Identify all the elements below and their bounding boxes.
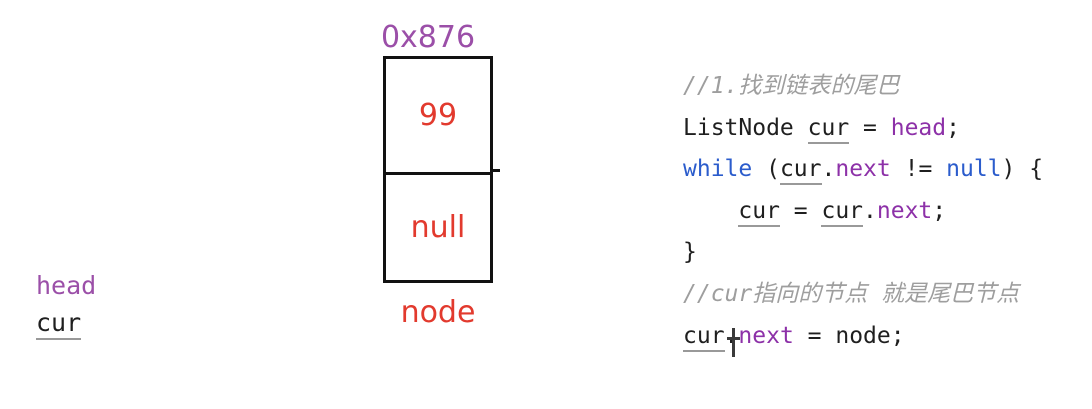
code-token: next <box>738 322 794 349</box>
code-token: ListNode <box>683 114 808 141</box>
node-next-cell: null <box>386 175 490 280</box>
text-cursor-crossbar <box>727 337 740 340</box>
code-token: cur <box>779 156 822 186</box>
code-line[interactable]: //1.找到链表的尾巴 <box>683 66 1043 108</box>
pointer-label-cur: cur <box>36 309 82 340</box>
node-name-label: node <box>400 295 476 330</box>
code-token: next <box>835 156 891 183</box>
code-token: cur <box>807 114 850 144</box>
code-token: . <box>821 156 836 183</box>
text-cursor-icon <box>727 328 741 357</box>
code-token: node <box>835 322 891 349</box>
text-cursor-stem <box>732 328 735 357</box>
code-token: ( <box>752 156 780 183</box>
code-token: ) { <box>1001 156 1044 183</box>
code-line[interactable]: while (cur.next != null) { <box>683 149 1043 191</box>
code-token: ; <box>890 322 905 349</box>
pointer-label-head: head <box>36 271 97 300</box>
code-token: head <box>890 114 947 141</box>
code-line[interactable]: //cur指向的节点 就是尾巴节点 <box>683 274 1043 316</box>
code-token: = <box>779 197 822 224</box>
code-token: = <box>793 322 836 349</box>
code-line[interactable]: cur = cur.next; <box>683 191 1043 233</box>
code-token: cur <box>683 322 725 352</box>
code-token: cur <box>821 197 864 227</box>
code-line[interactable]: ListNode cur = head; <box>683 108 1043 150</box>
code-token: . <box>863 197 877 224</box>
code-line[interactable]: } <box>683 232 1043 274</box>
divider-tick <box>492 169 500 172</box>
code-token: } <box>683 239 697 266</box>
node-next-value: null <box>410 210 466 245</box>
code-token: //1.找到链表的尾巴 <box>683 73 900 99</box>
node-address-label: 0x876 <box>380 20 476 55</box>
code-token: cur <box>738 197 780 227</box>
code-token: //cur指向的节点 就是尾巴节点 <box>683 280 1020 307</box>
code-token: null <box>946 156 1002 183</box>
code-token: != <box>890 156 947 183</box>
code-token: ; <box>946 114 960 141</box>
code-token: = <box>849 114 891 141</box>
code-token <box>683 198 738 224</box>
code-line[interactable]: cur.next = node; <box>683 316 1043 358</box>
code-token: next <box>876 197 933 224</box>
linked-list-node-box: 99 null <box>383 56 493 283</box>
code-token: while <box>683 156 753 183</box>
code-token: ; <box>932 197 947 224</box>
node-value-cell: 99 <box>386 59 490 175</box>
node-value: 99 <box>418 98 458 133</box>
